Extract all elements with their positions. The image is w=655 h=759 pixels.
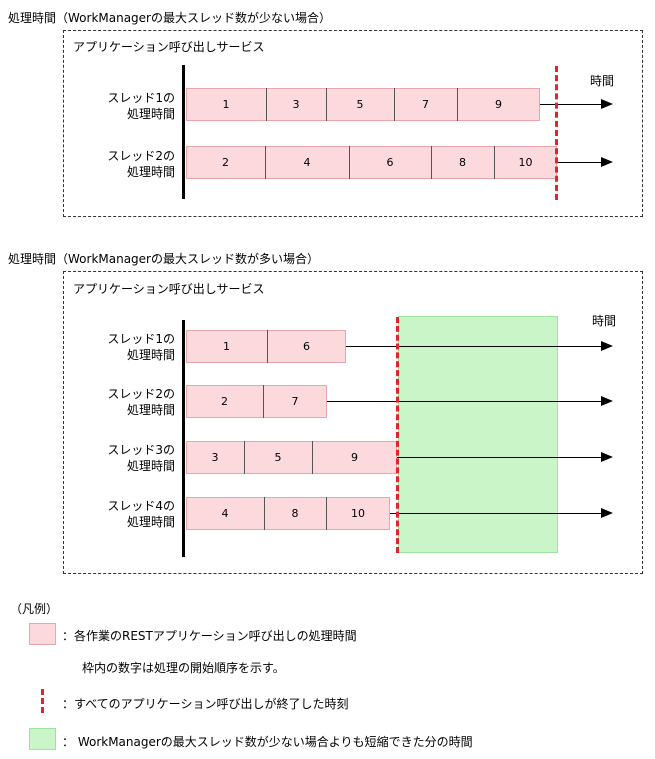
s2-t4-seg-num: 10 xyxy=(351,507,365,520)
s1-thread1-label: スレッド1の 処理時間 xyxy=(107,91,175,121)
s2-end-time-line xyxy=(396,317,399,553)
legend-pink-note: 枠内の数字は処理の開始順序を示す。 xyxy=(82,661,285,675)
section1-box-label: アプリケーション呼び出しサービス xyxy=(73,40,265,54)
s1-t1-divider xyxy=(266,88,267,121)
s1-t1-divider xyxy=(457,88,458,121)
s2-t1-arrowhead xyxy=(601,341,613,351)
section1-time-label: 時間 xyxy=(590,74,615,88)
s2-t2-arrowhead xyxy=(601,396,613,406)
s2-thread1-label: スレッド1の 処理時間 xyxy=(107,332,175,362)
s1-thread2-bar xyxy=(186,146,557,179)
s2-t3-seg-num: 3 xyxy=(211,451,219,464)
s2-t4-divider xyxy=(264,497,265,530)
section1-axis xyxy=(182,65,185,199)
s2-t3-divider xyxy=(312,441,313,474)
s2-thread2-bar xyxy=(186,385,327,418)
legend-green-swatch xyxy=(29,728,56,750)
s2-t4-seg-num: 8 xyxy=(291,507,299,520)
s2-t2-seg-num: 2 xyxy=(221,395,228,408)
s2-t1-seg-num: 6 xyxy=(303,340,310,353)
s2-thread3-label: スレッド3の 処理時間 xyxy=(107,443,175,473)
s2-t2-arrow xyxy=(327,401,602,402)
legend-title: （凡例） xyxy=(10,602,59,616)
s1-t2-divider xyxy=(349,146,350,179)
s2-t1-divider xyxy=(267,330,268,363)
s1-t2-divider xyxy=(431,146,432,179)
section1-title: 処理時間（WorkManagerの最大スレッド数が少ない場合） xyxy=(8,11,331,25)
section1-frame xyxy=(63,30,643,217)
s1-t1-seg-num: 3 xyxy=(292,98,300,111)
s2-t4-seg-num: 4 xyxy=(221,507,229,520)
s2-thread3-bar xyxy=(186,441,397,474)
s2-t4-divider xyxy=(326,497,327,530)
s2-t2-seg-num: 7 xyxy=(291,395,299,408)
s2-thread4-label: スレッド4の 処理時間 xyxy=(107,499,175,529)
legend-green-text: ： WorkManagerの最大スレッド数が少ない場合よりも短縮できた分の時間 xyxy=(62,735,473,749)
s1-t1-divider xyxy=(326,88,327,121)
s1-thread2-label: スレッド2の 処理時間 xyxy=(107,149,175,179)
s2-t3-divider xyxy=(244,441,245,474)
s1-t1-seg-num: 7 xyxy=(422,98,429,111)
s1-t1-seg-num: 1 xyxy=(222,98,230,111)
s1-t2-seg-num: 2 xyxy=(222,156,229,169)
legend-red-swatch xyxy=(41,689,44,713)
s1-t1-arrow xyxy=(540,104,602,105)
s1-t1-seg-num: 5 xyxy=(356,98,364,111)
s1-end-time-line xyxy=(555,66,558,200)
section2-axis xyxy=(182,320,185,557)
s1-t1-seg-num: 9 xyxy=(495,98,502,111)
s1-t2-seg-num: 10 xyxy=(518,156,533,169)
s2-t4-arrowhead xyxy=(601,508,613,518)
s1-t2-seg-num: 6 xyxy=(386,156,394,169)
s1-t2-divider xyxy=(265,146,266,179)
legend-red-text: ：すべてのアプリケーション呼び出しが終了した時刻 xyxy=(62,697,349,711)
s1-t2-arrow xyxy=(557,162,602,163)
s1-t2-seg-num: 8 xyxy=(459,156,466,169)
s2-t2-divider xyxy=(263,385,264,418)
s1-t1-arrowhead xyxy=(601,99,613,109)
legend-pink-swatch xyxy=(29,623,56,645)
s2-t1-arrow xyxy=(346,346,602,347)
s2-thread4-bar xyxy=(186,497,390,530)
s1-t2-arrowhead xyxy=(601,157,613,167)
s2-t1-seg-num: 1 xyxy=(223,340,230,353)
section2-box-label: アプリケーション呼び出しサービス xyxy=(73,282,265,296)
legend-pink-text: ：各作業のRESTアプリケーション呼び出しの処理時間 xyxy=(62,629,357,643)
s2-t3-seg-num: 5 xyxy=(274,451,282,464)
section2-title: 処理時間（WorkManagerの最大スレッド数が多い場合） xyxy=(8,252,319,266)
s2-t4-arrow xyxy=(390,513,602,514)
s2-t3-arrow xyxy=(397,457,602,458)
section2-frame xyxy=(63,271,643,574)
s2-t3-seg-num: 9 xyxy=(351,451,358,464)
s2-t3-arrowhead xyxy=(601,452,613,462)
s1-t1-divider xyxy=(394,88,395,121)
section2-time-label: 時間 xyxy=(592,314,617,328)
s2-thread2-label: スレッド2の 処理時間 xyxy=(107,387,175,417)
s2-thread1-bar xyxy=(186,330,346,363)
s1-t2-seg-num: 4 xyxy=(303,156,311,169)
s1-thread1-bar xyxy=(186,88,540,121)
s1-t2-divider xyxy=(494,146,495,179)
s2-saved-time-area xyxy=(398,316,558,553)
